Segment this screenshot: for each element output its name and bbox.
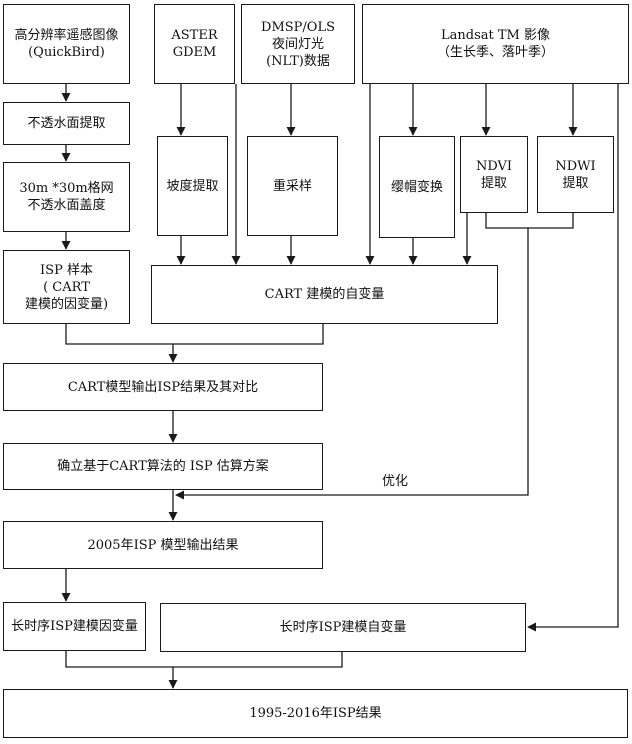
node-long-dep: 长时序ISP建模因变量 xyxy=(3,602,146,651)
arrow-indices-to-optimize xyxy=(175,228,529,500)
line-ndvi-ndwi-merge xyxy=(485,213,574,229)
node-long-indep: 长时序ISP建模自变量 xyxy=(160,603,526,652)
label-optimize: 优化 xyxy=(382,474,409,489)
node-dmsp: DMSP/OLS 夜间灯光 (NLT)数据 xyxy=(241,4,355,84)
node-impervious: 不透水面提取 xyxy=(3,102,130,145)
node-aster: ASTER GDEM xyxy=(154,4,235,84)
node-cart-output: CART模型输出ISP结果及其对比 xyxy=(3,363,323,411)
arrow-landsat-to-long-indep xyxy=(527,84,619,632)
node-isp-sample: ISP 样本 ( CART 建模的因变量) xyxy=(3,250,130,324)
node-result-2005: 2005年ISP 模型输出结果 xyxy=(3,521,323,569)
node-ndvi: NDVI 提取 xyxy=(460,136,528,213)
node-tasseled: 缨帽变换 xyxy=(379,136,455,238)
node-resample: 重采样 xyxy=(247,136,338,236)
node-final: 1995-2016年ISP结果 xyxy=(3,689,628,738)
node-quickbird: 高分辨率遥感图像 (QuickBird) xyxy=(3,4,130,84)
node-estimate: 确立基于CART算法的 ISP 估算方案 xyxy=(3,443,323,490)
node-grid: 30m *30m格网 不透水面盖度 xyxy=(3,162,130,232)
node-slope: 坡度提取 xyxy=(157,136,228,236)
line-merge-long xyxy=(65,651,343,668)
node-cart-vars: CART 建模的自变量 xyxy=(151,265,498,324)
node-landsat: Landsat TM 影像 （生长季、落叶季） xyxy=(362,4,629,84)
line-merge-isp-cart xyxy=(65,324,324,345)
node-ndwi: NDWI 提取 xyxy=(537,136,614,213)
